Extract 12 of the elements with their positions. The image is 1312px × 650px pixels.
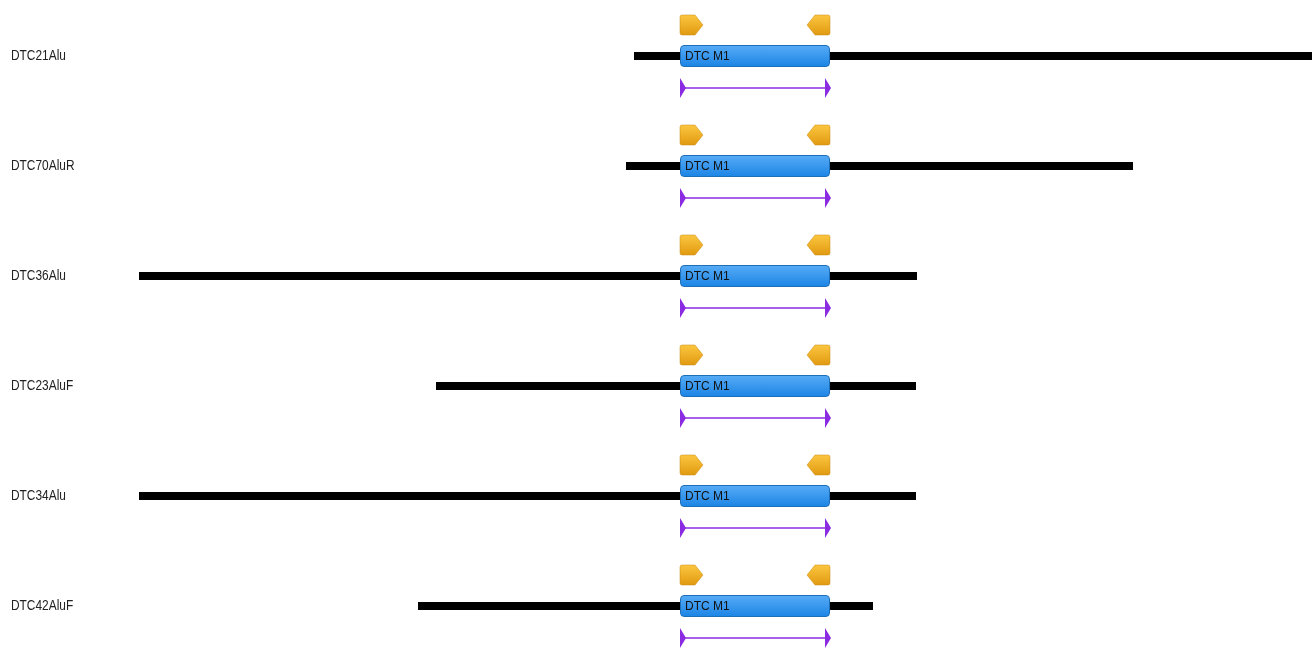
feature-box: DTC M1 xyxy=(680,375,830,397)
sequence-name: DTC70AluR xyxy=(11,157,75,173)
sequence-name: DTC34Alu xyxy=(11,487,66,503)
sequence-name: DTC36Alu xyxy=(11,267,66,283)
feature-box: DTC M1 xyxy=(680,45,830,67)
sequence-name: DTC42AluF xyxy=(11,597,74,613)
sequence-name: DTC23AluF xyxy=(11,377,74,393)
sequence-name: DTC21Alu xyxy=(11,47,66,63)
feature-box: DTC M1 xyxy=(680,595,830,617)
feature-box: DTC M1 xyxy=(680,155,830,177)
feature-box: DTC M1 xyxy=(680,265,830,287)
feature-box: DTC M1 xyxy=(680,485,830,507)
